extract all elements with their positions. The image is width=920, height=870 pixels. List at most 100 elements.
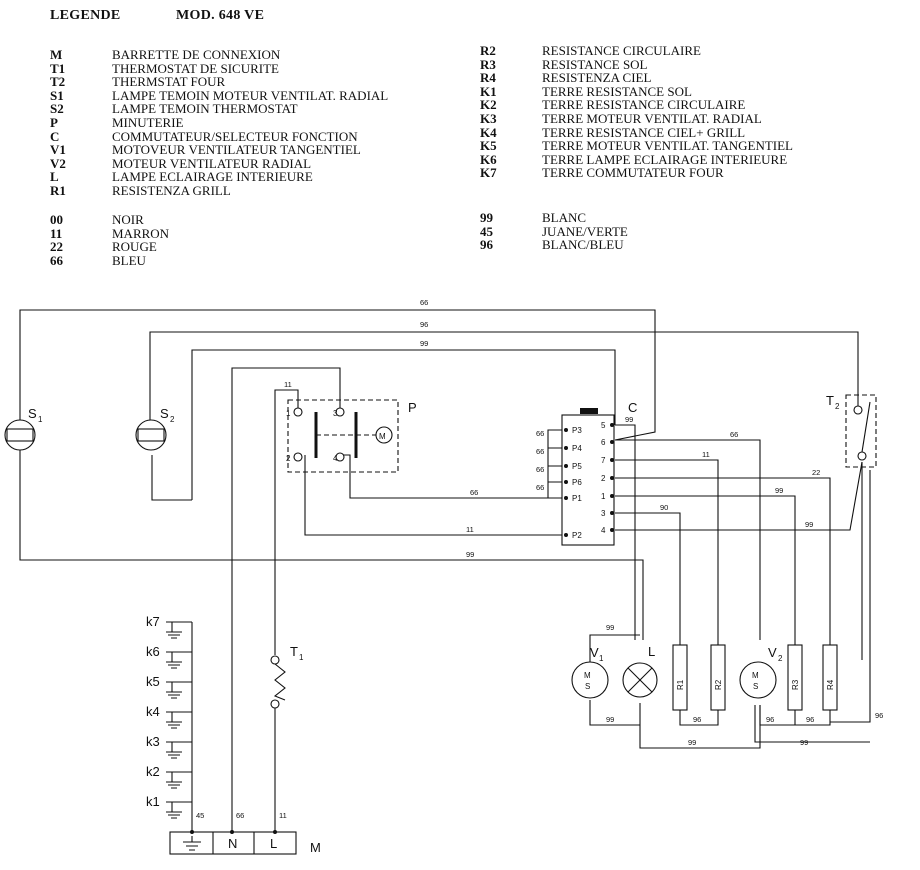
wire-11-timer [274,389,299,655]
ground-icon [166,651,192,669]
pin-dot [564,428,568,432]
resistor-body [787,644,803,711]
wire-96-t2 [830,462,871,723]
contact-label: 3 [333,409,338,418]
s2-pilot-lamp: S 2 [135,406,175,451]
timer-p: 1 3 2 4 M P [286,399,417,473]
earth-k7: k7 [146,614,192,639]
ground-icon [166,801,192,819]
lamp-bulb [6,428,34,442]
s1-sub: 1 [38,415,43,424]
wire-label: 96 [766,715,774,724]
contact-icon [293,452,303,462]
wire-label: 22 [812,468,820,477]
wire-99-s1 [19,450,644,640]
earth-group: k7 k6 k5 k4 k3 k2 k1 [146,614,192,819]
earth-label: k6 [146,644,160,659]
contact-icon [270,699,280,709]
thermostat-t1: T 1 [270,644,304,709]
earth-label: k3 [146,734,160,749]
s2-sub: 2 [170,415,175,424]
pin-dot [610,458,614,462]
pin-dot [564,496,568,500]
ground-icon [166,741,192,759]
wire-label: 99 [800,738,808,747]
selector-right-pins: 5 6 7 2 1 3 4 [601,421,614,535]
t1-label: T [290,644,298,659]
contact-icon [293,407,303,417]
wire-numbers: 66 96 99 11 66 11 99 66 11 22 99 90 99 9… [196,298,883,820]
v2-sub: 2 [778,654,783,663]
motor-icon [739,661,777,699]
wire-99-c5 [615,424,636,640]
pin-dot [564,533,568,537]
earth-label: k5 [146,674,160,689]
earth-k3: k3 [146,734,192,759]
contact-icon [270,655,280,665]
pin-label: P3 [572,426,582,435]
wire-label: 66 [536,483,544,492]
wire-11-c7 [615,459,719,645]
motor-v1: M S V 1 [571,645,609,699]
wire-66-top [19,309,656,441]
lamp-cross [627,667,653,693]
wire-label: 99 [625,415,633,424]
wire-99-c4 [615,461,863,531]
wire-label: 99 [606,715,614,724]
resistor-body [710,644,726,711]
wire-label: 11 [279,811,287,820]
wire-label: 66 [536,465,544,474]
wire-label: 66 [536,447,544,456]
contact-label: 4 [333,454,338,463]
contact-icon [853,405,863,415]
resistor-r2: R2 [710,644,726,711]
pin-dot [564,480,568,484]
resistor-r4: R4 [822,644,838,711]
wire-label: 96 [806,715,814,724]
wire-90-c3 [615,512,681,645]
wire-96-top [149,331,859,420]
earth-label: k4 [146,704,160,719]
contact-icon [335,407,345,417]
v1-label: V [590,645,599,660]
t1-sub: 1 [299,653,304,662]
selector-knob [580,408,598,414]
r4-label: R4 [826,679,835,690]
pin-label: P6 [572,478,582,487]
wire-11-p2 [304,455,562,536]
t1-element [273,663,286,701]
pin-label: 3 [601,509,606,518]
t2-blade [861,401,871,453]
wire-66-p1 [340,454,562,499]
pin-dot [610,476,614,480]
wire-99-v1-bot [589,700,640,726]
pin-dot [610,494,614,498]
motor-icon [571,661,609,699]
wire-label: 90 [660,503,668,512]
timer-motor-icon [375,426,393,444]
pin-label: 2 [601,474,606,483]
ground-icon [166,621,192,639]
wire-66-jumpers [547,429,562,499]
earth-k5: k5 [146,674,192,699]
ground-icon [183,836,201,851]
pin-label: P1 [572,494,582,503]
wire-label: 99 [606,623,614,632]
wire-label: 99 [688,738,696,747]
s1-pilot-lamp: S 1 [4,406,43,451]
wire-label: 11 [466,525,474,534]
